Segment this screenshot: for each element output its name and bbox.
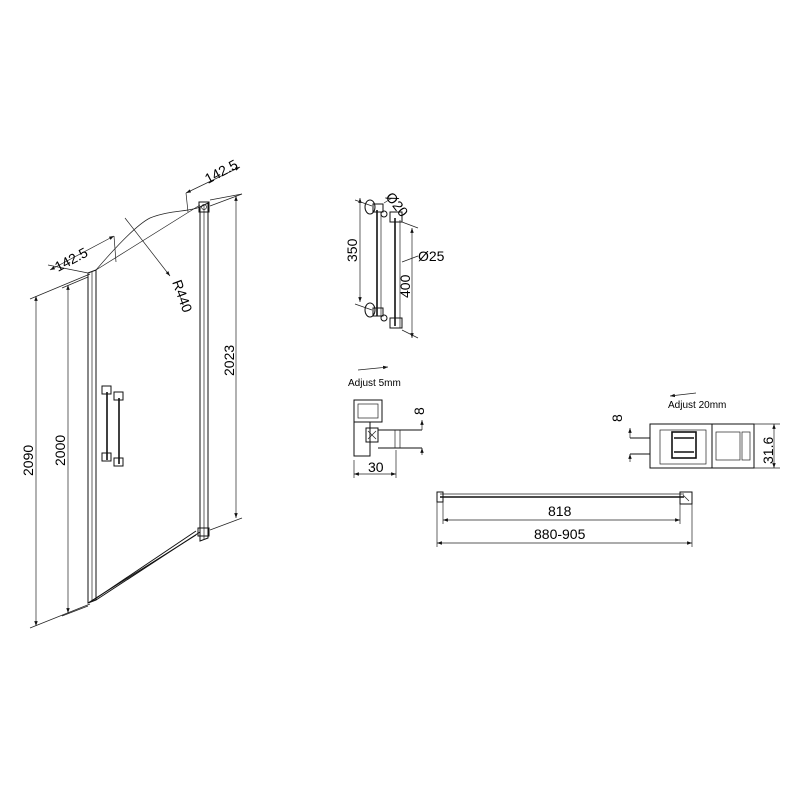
dim-height-2000-label: 2000 (52, 435, 68, 466)
right-height-label: 31.6 (760, 437, 776, 464)
left-adjust-label: Adjust 5mm (348, 378, 401, 389)
dim-top-right: 142.5 (185, 156, 243, 213)
dim-top-left-label: 142.5 (52, 244, 91, 275)
door-elevation: R440 142.5 142.5 2090 2000 (20, 156, 243, 629)
door-handle (101, 385, 124, 467)
right-profile-detail: Adjust 20mm 8 31.6 (609, 392, 780, 469)
radius-label: R440 (169, 278, 196, 315)
right-height-small-label: 8 (609, 414, 625, 422)
plan-view: 818 880-905 (436, 491, 693, 547)
left-profile-detail: Adjust 5mm 8 30 (348, 365, 427, 478)
handle-detail: Ø20 Ø25 350 400 (344, 189, 445, 339)
dim-bar-diameter: Ø25 (418, 248, 445, 264)
radius-leader (124, 217, 171, 277)
dim-top-right-label: 142.5 (202, 156, 241, 187)
dim-handle-centers: 400 (397, 274, 413, 298)
dim-height-2090-label: 2090 (20, 445, 36, 476)
swing-arc (95, 206, 201, 271)
dim-height-2023-label: 2023 (221, 345, 237, 376)
dim-top-left: 142.5 (47, 235, 117, 275)
right-adjust-label: Adjust 20mm (668, 400, 726, 411)
left-height-label: 8 (411, 407, 427, 415)
door-panel (87, 204, 201, 604)
left-width-label: 30 (368, 459, 384, 475)
dim-height-2090: 2090 (20, 273, 91, 629)
fixed-panel (197, 201, 210, 542)
dim-height-2000: 2000 (52, 276, 89, 617)
dim-height-2023: 2023 (209, 193, 243, 531)
plan-inner-width-label: 818 (548, 503, 572, 519)
plan-outer-width-label: 880-905 (534, 526, 586, 542)
dim-handle-length: 350 (344, 238, 360, 262)
